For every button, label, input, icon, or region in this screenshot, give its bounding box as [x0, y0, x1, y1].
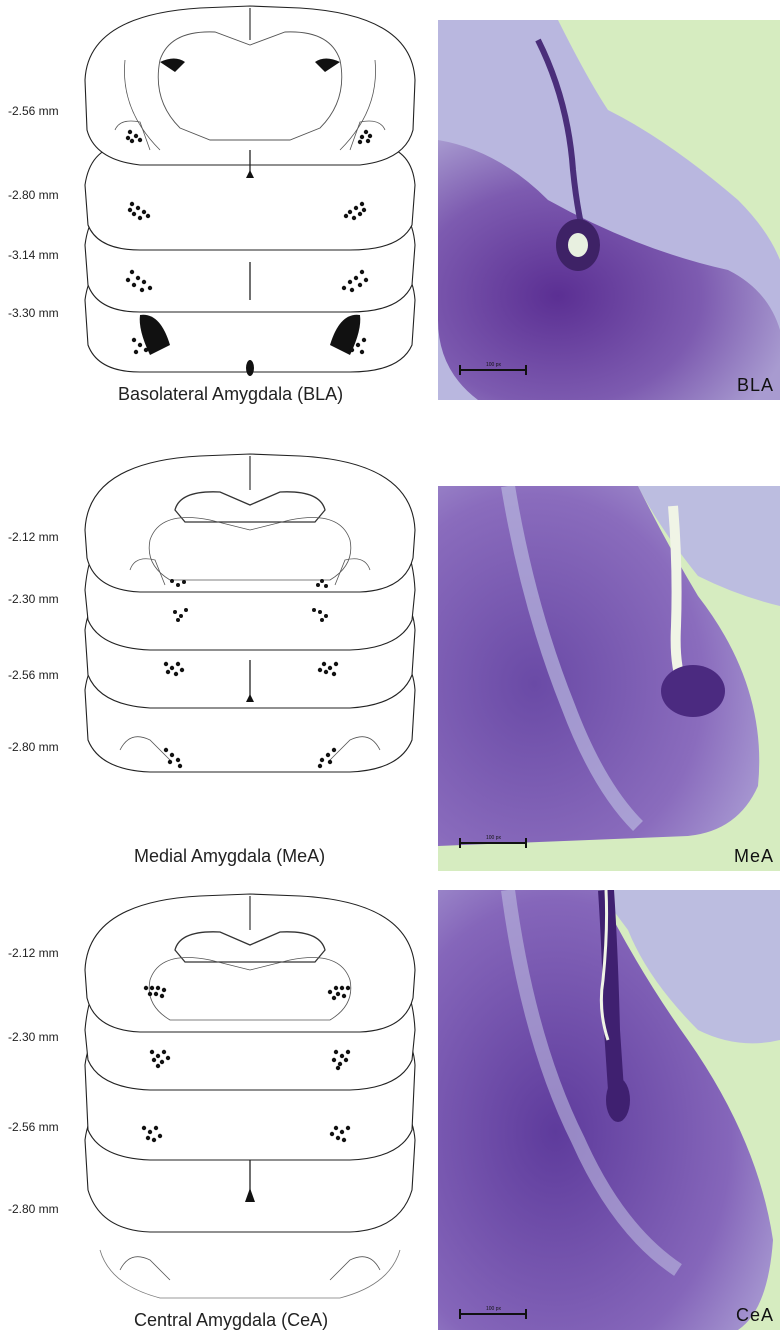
histology-photo-mea: 100 px MeA — [438, 486, 780, 871]
level-label: -2.12 mm — [8, 946, 59, 960]
level-label: -2.56 mm — [8, 668, 59, 682]
photo-label: BLA — [737, 375, 774, 396]
panel-caption: Medial Amygdala (MeA) — [134, 846, 325, 867]
histology-photo-cea: 100 px CeA — [438, 890, 780, 1330]
panel-cea: -2.12 mm -2.30 mm -2.56 mm -2.80 mm Cent… — [0, 890, 781, 1341]
level-label: -2.80 mm — [8, 1202, 59, 1216]
panel-caption: Basolateral Amygdala (BLA) — [118, 384, 343, 405]
panel-caption: Central Amygdala (CeA) — [134, 1310, 328, 1331]
level-label: -3.30 mm — [8, 306, 59, 320]
level-label: -2.30 mm — [8, 1030, 59, 1044]
level-label: -2.80 mm — [8, 188, 59, 202]
panel-mea: -2.12 mm -2.30 mm -2.56 mm -2.80 mm Medi… — [0, 450, 781, 880]
level-label: -2.56 mm — [8, 1120, 59, 1134]
level-label: -2.30 mm — [8, 592, 59, 606]
photo-label: CeA — [736, 1305, 774, 1326]
atlas-sections-cea — [0, 890, 430, 1310]
scale-bar-label: 100 px — [486, 835, 502, 841]
level-label: -2.12 mm — [8, 530, 59, 544]
level-label: -2.56 mm — [8, 104, 59, 118]
photo-label: MeA — [734, 846, 774, 867]
scale-bar-label: 100 px — [486, 362, 502, 368]
histology-photo-bla: 100 px BLA — [438, 20, 780, 400]
panel-bla: -2.56 mm -2.80 mm -3.14 mm -3.30 mm Baso… — [0, 0, 781, 420]
atlas-sections-mea — [0, 450, 430, 840]
level-label: -2.80 mm — [8, 740, 59, 754]
scale-bar-label: 100 px — [486, 1306, 502, 1312]
level-label: -3.14 mm — [8, 248, 59, 262]
atlas-sections-bla — [0, 0, 430, 390]
